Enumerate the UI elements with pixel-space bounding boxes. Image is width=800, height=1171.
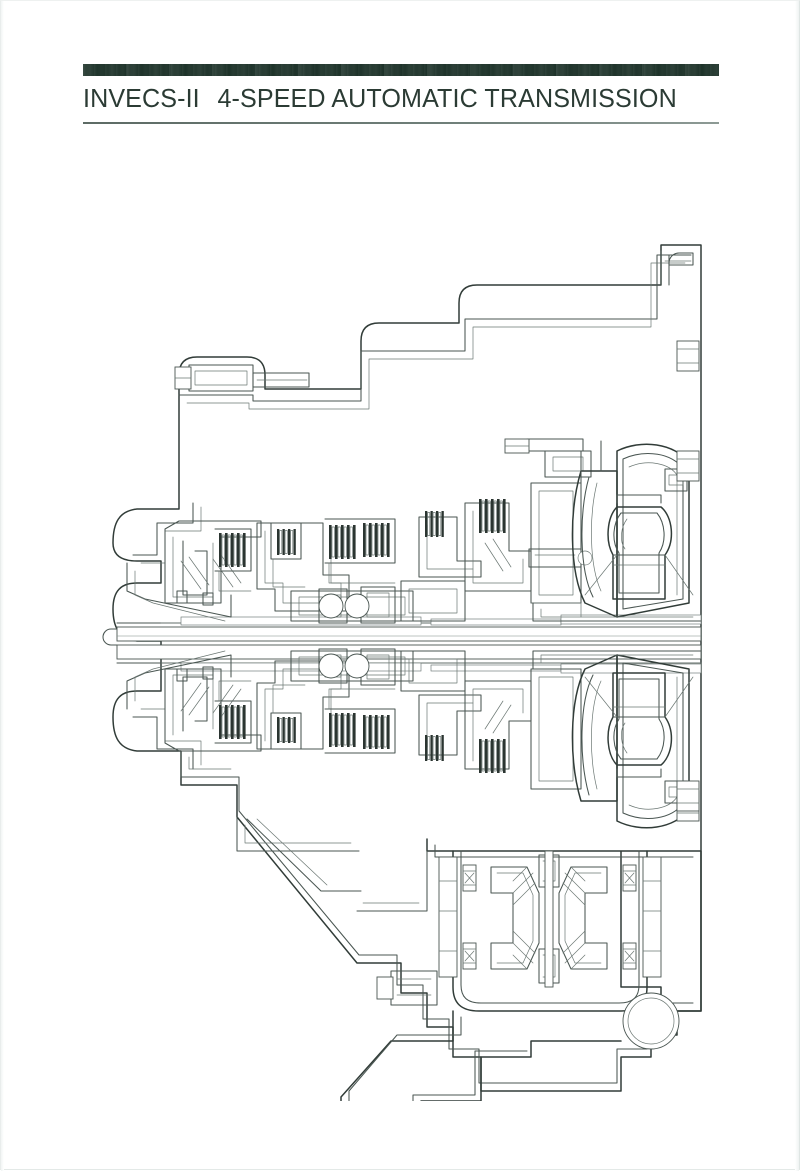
page-title: INVECS-II 4-SPEED AUTOMATIC TRANSMISSION xyxy=(83,85,709,113)
header-bar-texture xyxy=(83,64,719,76)
transmission-cross-section-figure: .o{fill:none;stroke:#313c38;stroke-width… xyxy=(61,151,741,1101)
page-title-model: INVECS-II xyxy=(83,85,200,113)
flange-bolt xyxy=(676,780,700,812)
transmission-drawing: .o{fill:none;stroke:#313c38;stroke-width… xyxy=(102,244,702,1101)
header-top-bar xyxy=(83,64,719,76)
header-bottom-rule xyxy=(83,121,719,124)
page-header: INVECS-II 4-SPEED AUTOMATIC TRANSMISSION xyxy=(83,64,719,124)
page-title-description: 4-SPEED AUTOMATIC TRANSMISSION xyxy=(217,85,677,113)
